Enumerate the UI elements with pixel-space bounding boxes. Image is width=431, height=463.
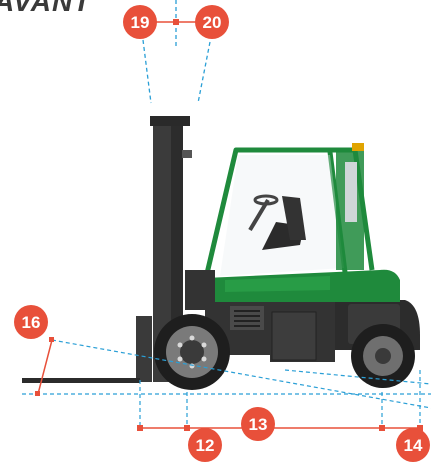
- view-title: AVANT: [0, 0, 92, 17]
- fork-carriage: [136, 316, 152, 382]
- battery-panel: [271, 311, 317, 361]
- dimension-ticks: [137, 425, 423, 431]
- callout-16: 16: [14, 305, 48, 339]
- svg-text:13: 13: [249, 415, 268, 434]
- hood-highlight: [225, 276, 330, 292]
- mast-mount: [185, 270, 215, 310]
- svg-text:12: 12: [196, 436, 215, 455]
- mast-outer: [153, 120, 171, 382]
- fork-blade: [22, 378, 140, 383]
- callout-14: 14: [396, 428, 430, 462]
- svg-text:20: 20: [203, 13, 222, 32]
- cab-glass: [220, 155, 344, 276]
- departure-angle-line: [284, 369, 431, 385]
- ground-guides: [22, 339, 431, 428]
- tilt-back-guide: [197, 41, 211, 104]
- front-hub: [180, 340, 204, 364]
- callout-13: 13: [241, 407, 275, 441]
- mast-top: [150, 116, 190, 126]
- forklift-illustration: [22, 116, 420, 390]
- callout-12: 12: [188, 428, 222, 462]
- svg-text:16: 16: [22, 313, 41, 332]
- svg-text:14: 14: [404, 436, 423, 455]
- tilt-connector-marker: [173, 19, 179, 25]
- rear-hub: [375, 348, 391, 364]
- angle-16-marker-top: [49, 337, 54, 342]
- callout-19: 19: [123, 5, 157, 39]
- angle-16-marker-bottom: [35, 391, 40, 396]
- tilt-forward-guide: [142, 39, 152, 104]
- approach-angle-line: [51, 339, 431, 409]
- svg-text:19: 19: [131, 13, 150, 32]
- steering-wheel: [253, 194, 279, 206]
- callout-20: 20: [195, 5, 229, 39]
- grille-slots: [234, 310, 260, 327]
- seat-back: [282, 196, 306, 240]
- angle-16-line: [37, 339, 53, 395]
- beacon-light: [352, 143, 364, 151]
- cab-rear-window: [345, 162, 357, 222]
- mast-bracket: [182, 150, 192, 158]
